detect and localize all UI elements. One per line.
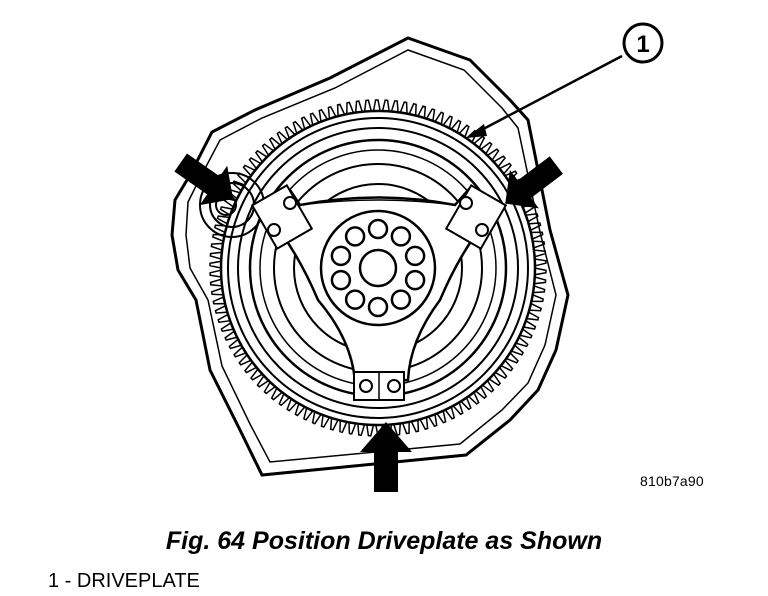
hub-bolt-hole xyxy=(404,269,426,291)
figure-caption: Fig. 64 Position Driveplate as Shown xyxy=(165,527,603,555)
hub-bolt-hole xyxy=(390,226,412,247)
hub-bolt-holes xyxy=(330,218,426,318)
hub-bolt-hole xyxy=(390,289,412,310)
housing-outline xyxy=(170,36,570,477)
housing-inner-outline xyxy=(185,49,557,463)
hub-bolt-hole xyxy=(330,245,352,267)
bolt-pad-right xyxy=(444,183,508,251)
hub-bolt-hole xyxy=(367,296,389,318)
hub xyxy=(319,209,437,327)
hub-bolt-hole xyxy=(367,218,389,240)
spoke-inner-line xyxy=(299,199,456,206)
driveplate-diagram: 1 xyxy=(170,22,664,492)
arrow-bottom xyxy=(360,422,412,492)
bolt-pad-bottom xyxy=(353,371,405,401)
callout-1: 1 xyxy=(466,22,664,138)
callout-number: 1 xyxy=(636,31,649,58)
legend-item: 1 - DRIVEPLATE xyxy=(48,570,200,592)
figure-reference-code: 810b7a90 xyxy=(640,473,704,489)
hub-bolt-hole xyxy=(330,269,352,291)
arrow-upper-left xyxy=(174,153,234,206)
bolt-pad-left xyxy=(250,183,314,251)
hub-bolt-hole xyxy=(344,226,366,247)
hub-bolt-hole xyxy=(404,245,426,267)
hub-bolt-hole xyxy=(344,289,366,310)
arrow-upper-right xyxy=(505,156,563,209)
